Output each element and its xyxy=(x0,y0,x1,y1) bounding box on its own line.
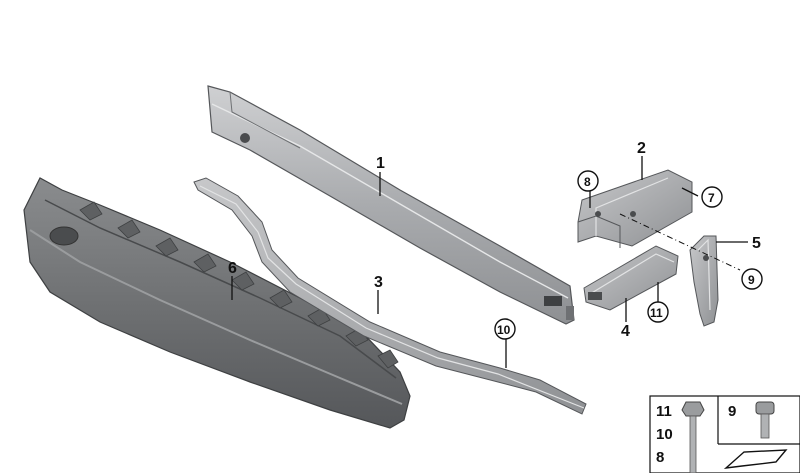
hardware-label-10: 10 xyxy=(656,426,673,443)
hex-bolt-icon xyxy=(681,401,705,473)
part-6-energy-absorber[interactable] xyxy=(23,177,411,429)
part-4-deformation-element[interactable] xyxy=(583,245,679,311)
callout-10: 10 xyxy=(497,323,511,337)
callout-7-circle xyxy=(701,186,723,208)
callout-4: 4 xyxy=(621,323,630,340)
part-2-crash-box[interactable] xyxy=(577,169,693,248)
part-3-support-strip[interactable] xyxy=(193,177,587,415)
callout-9-circle xyxy=(741,268,763,290)
callout-3: 3 xyxy=(374,274,383,291)
callout-11: 11 xyxy=(650,306,663,320)
hardware-label-11: 11 xyxy=(656,403,672,420)
callout-7: 7 xyxy=(708,191,715,205)
part-5-bracket[interactable] xyxy=(689,235,719,327)
hardware-box: 11 10 8 9 xyxy=(649,395,800,473)
hardware-label-8: 8 xyxy=(656,449,664,466)
callouts: 1 2 3 4 5 6 7 8 9 10 11 xyxy=(228,140,763,340)
clip-icon xyxy=(723,449,788,469)
callout-11-circle xyxy=(647,301,669,323)
socket-screw-icon xyxy=(755,401,775,439)
callout-8: 8 xyxy=(584,175,591,189)
callout-5: 5 xyxy=(752,235,761,252)
callout-10-circle xyxy=(494,318,516,340)
leader-lines xyxy=(231,156,748,368)
part-1-bumper-carrier[interactable] xyxy=(207,85,575,325)
callout-1: 1 xyxy=(376,155,385,172)
hardware-label-9: 9 xyxy=(728,403,736,420)
callout-8-circle xyxy=(577,170,599,192)
callout-9: 9 xyxy=(748,273,755,287)
callout-6: 6 xyxy=(228,260,237,277)
callout-2: 2 xyxy=(637,140,646,157)
